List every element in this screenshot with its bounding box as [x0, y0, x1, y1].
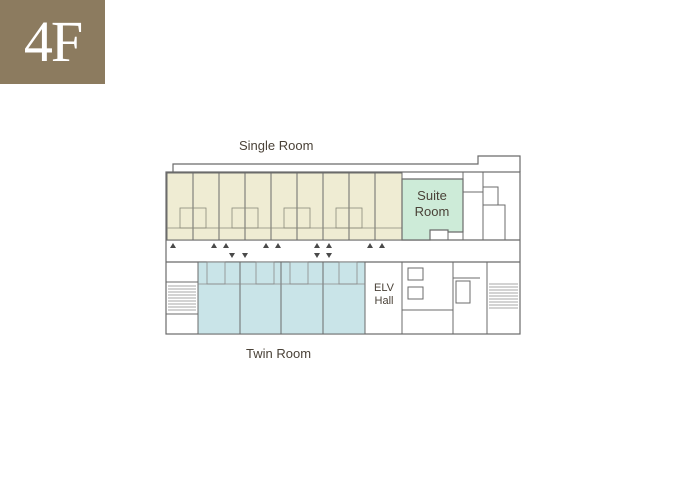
single-room-label: Single Room [239, 138, 314, 153]
twin-rooms [197, 261, 366, 335]
single-room [244, 172, 272, 241]
single-room [270, 172, 298, 241]
door-markers-down [229, 253, 332, 258]
down-arrow-icon [229, 253, 235, 258]
twin-room [322, 261, 366, 335]
up-arrow-icon [326, 243, 332, 248]
suite-room-label: Suite Room [408, 188, 456, 220]
single-room [374, 172, 403, 241]
service-room [401, 261, 454, 311]
door-markers-up [170, 243, 385, 248]
stairs-right [486, 261, 521, 335]
down-arrow-icon [242, 253, 248, 258]
up-arrow-icon [263, 243, 269, 248]
single-rooms [166, 172, 403, 241]
twin-room [280, 261, 324, 335]
twin-room-label: Twin Room [246, 346, 312, 361]
single-room [296, 172, 324, 241]
service-room [482, 186, 499, 206]
up-arrow-icon [223, 243, 229, 248]
elv-hall-label-line1: ELV [374, 282, 394, 294]
twin-room [197, 261, 241, 335]
service-room [482, 204, 506, 241]
elevator [407, 286, 424, 300]
single-room [322, 172, 350, 241]
single-room [218, 172, 246, 241]
floor-badge: 4F [0, 0, 105, 84]
service-room [462, 171, 484, 193]
elevator [407, 267, 424, 281]
suite-room-label-line2: Room [414, 204, 450, 219]
up-arrow-icon [211, 243, 217, 248]
up-arrow-icon [314, 243, 320, 248]
floor-label: 4F [23, 9, 83, 74]
roof-outline [172, 155, 521, 172]
elv-hall-label: ELV Hall [368, 282, 400, 308]
suite-room-label-line1: Suite [417, 188, 447, 203]
up-arrow-icon [170, 243, 176, 248]
up-arrow-icon [379, 243, 385, 248]
single-room [348, 172, 376, 241]
elv-hall-label-line2: Hall [374, 295, 394, 307]
down-arrow-icon [326, 253, 332, 258]
up-arrow-icon [367, 243, 373, 248]
up-arrow-icon [275, 243, 281, 248]
single-room [192, 172, 220, 241]
down-arrow-icon [314, 253, 320, 258]
single-room [166, 172, 194, 241]
twin-room [239, 261, 282, 335]
elevator [455, 280, 471, 304]
